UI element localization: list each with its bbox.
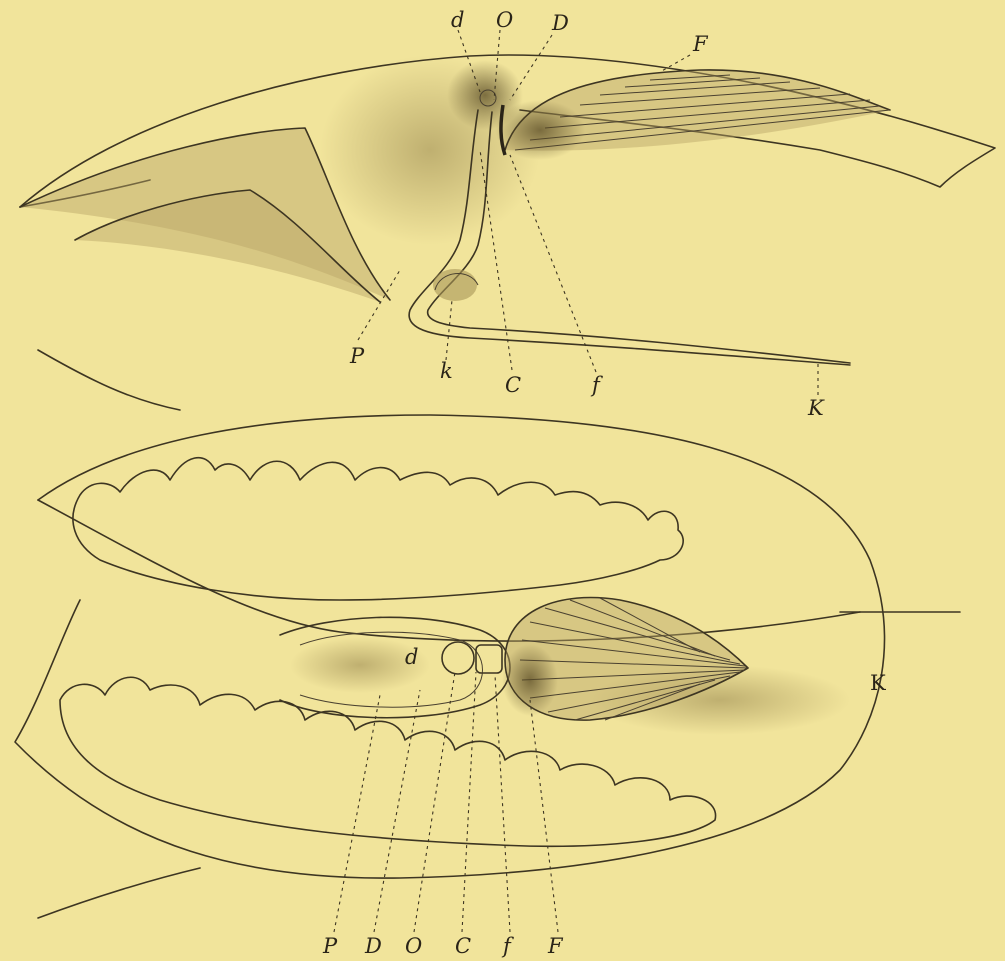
lower-label-P: P [322,934,338,958]
lower-leader-C [462,672,476,932]
lower-leader-f [495,675,510,932]
lower-label-C: C [455,934,471,958]
lower-collar [476,645,502,673]
lower-figure: d K P D O C f F [15,350,960,958]
upper-figure: d O D F P k C f K [20,8,995,420]
upper-label-f: f [590,373,603,397]
upper-leader-f [510,155,596,372]
lower-leader-P [334,695,380,932]
lower-leader-F [530,700,558,932]
lower-label-D: D [364,934,382,958]
lower-leader-O [414,672,455,932]
upper-label-D: D [551,11,569,35]
lower-upper-lobe [38,500,860,641]
upper-leader-k [446,300,452,360]
lower-label-F: F [547,934,564,958]
upper-label-P: P [349,344,365,368]
lower-central-organ [442,642,474,674]
lower-upper-lobe-frill [73,458,683,600]
lower-label-d: d [405,645,418,669]
upper-label-K: K [807,396,825,420]
lower-label-f: f [501,934,514,958]
lower-outer-tail-bottom [38,868,200,918]
lower-label-O: O [405,934,422,958]
upper-fan-structure [495,70,890,160]
upper-label-F: F [692,32,709,56]
upper-label-k: k [440,359,453,383]
upper-label-d: d [451,8,464,32]
upper-leader-D [510,35,552,100]
lower-outer-tail-top [38,350,180,410]
upper-label-C: C [505,373,521,397]
lower-label-K: K [870,671,886,695]
upper-label-O: O [496,8,513,32]
